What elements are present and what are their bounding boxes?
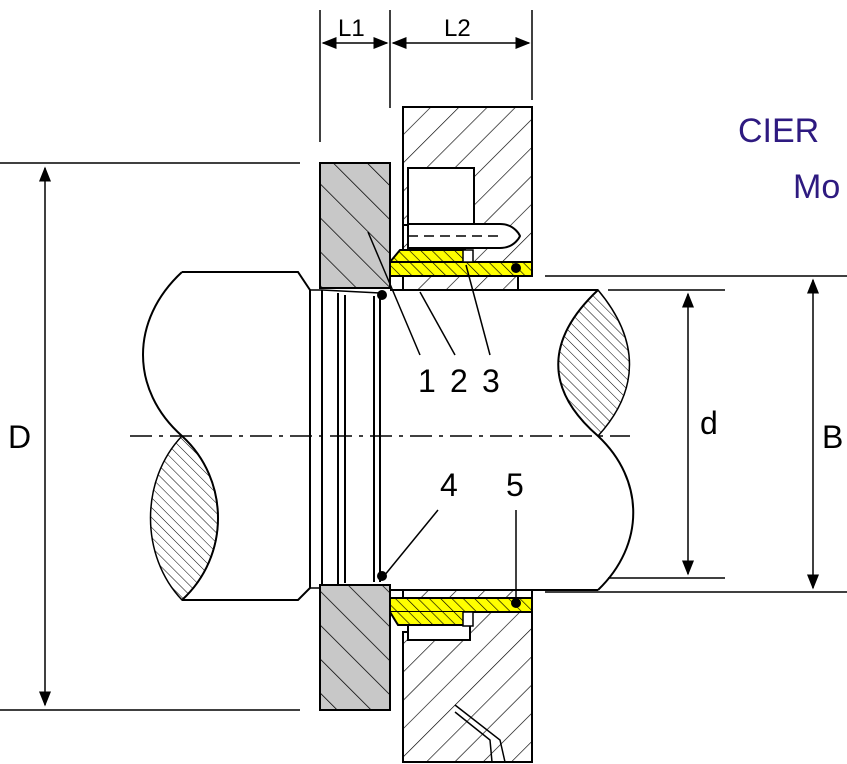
label-B: B <box>822 419 843 455</box>
part-label-4: 4 <box>440 467 458 503</box>
label-d: d <box>700 405 718 441</box>
oring-4-upper <box>377 290 387 300</box>
part-label-3: 3 <box>482 363 500 399</box>
label-L1: L1 <box>338 15 365 42</box>
title-line-2: Mo <box>793 168 840 206</box>
housing <box>402 106 533 763</box>
label-D: D <box>8 419 31 455</box>
stationary-seat <box>319 162 391 711</box>
leader-lines <box>367 231 517 600</box>
title-line-1: CIER <box>738 112 819 150</box>
oring-5-upper <box>511 263 521 273</box>
label-L2: L2 <box>444 15 471 42</box>
oring-4-lower <box>377 571 387 581</box>
rotating-ring <box>389 249 533 627</box>
extension-lines <box>0 10 847 711</box>
right-shaft <box>390 288 635 591</box>
oring-5-lower <box>511 598 521 608</box>
drive-pin <box>407 223 522 249</box>
part-label-2: 2 <box>450 363 468 399</box>
part-label-5: 5 <box>506 467 524 503</box>
part-label-1: 1 <box>418 363 436 399</box>
